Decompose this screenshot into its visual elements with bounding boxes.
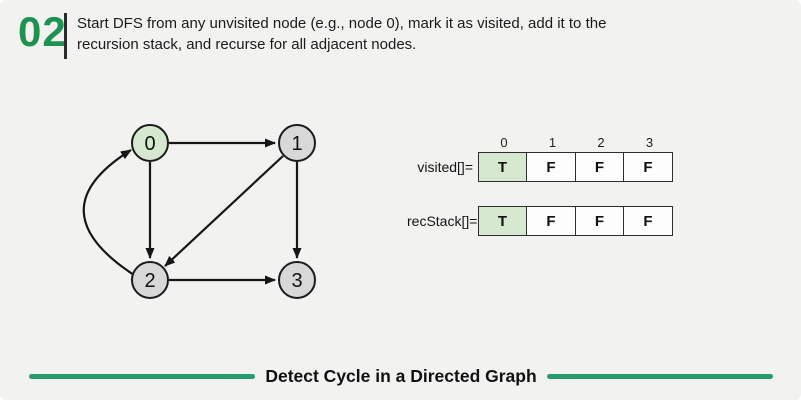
- graph-node-1: 1: [278, 124, 316, 162]
- node-2-label: 2: [144, 270, 155, 292]
- visited-cell-3: F: [623, 152, 673, 182]
- graph-node-3: 3: [278, 261, 316, 299]
- index-header-2: 2: [597, 135, 605, 150]
- node-3-label: 3: [291, 270, 302, 292]
- graph-node-0: 0: [131, 124, 169, 162]
- node-0-label: 0: [144, 133, 155, 155]
- node-1-circle: [278, 124, 316, 162]
- edge-1-to-2-arrow: [164, 155, 284, 267]
- node-0-circle: [131, 124, 169, 162]
- index-header-3: 3: [645, 135, 654, 150]
- graph-node-2: 2: [131, 261, 169, 299]
- footer-right-line: [546, 374, 774, 379]
- recstack-cell-0: T: [477, 206, 528, 236]
- recstack-cell-1: F: [526, 206, 576, 236]
- visited-cell-1: F: [526, 152, 576, 182]
- visited-array-label: visited[]=: [417, 159, 473, 175]
- footer: Detect Cycle in a Directed Graph: [29, 366, 774, 387]
- recstack-cell-2: F: [574, 206, 625, 236]
- visited-array-row: visited[]= T F F F: [407, 152, 673, 182]
- state-arrays: 0 1 2 3 visited[]= T F F F recStack[]= T…: [407, 135, 675, 236]
- header-divider: [64, 13, 67, 59]
- recstack-array-row: recStack[]= T F F F: [407, 206, 673, 236]
- recstack-cell-3: F: [623, 206, 673, 236]
- node-1-label: 1: [291, 133, 302, 155]
- footer-left-line: [29, 374, 256, 379]
- index-header-0: 0: [500, 135, 508, 150]
- step-description: Start DFS from any unvisited node (e.g.,…: [77, 14, 606, 55]
- directed-graph: 0 1 2 3: [82, 124, 316, 299]
- array-index-header-row: 0 1 2 3: [407, 135, 675, 150]
- step-description-line1: Start DFS from any unvisited node (e.g.,…: [77, 15, 607, 32]
- step-description-line2: recursion stack, and recurse for all adj…: [77, 35, 417, 53]
- recstack-array-label: recStack[]=: [407, 213, 478, 229]
- visited-cell-2: F: [574, 152, 625, 182]
- step-number: 02: [18, 8, 67, 55]
- footer-title: Detect Cycle in a Directed Graph: [265, 366, 537, 386]
- index-header-1: 1: [548, 135, 557, 150]
- visited-cell-0: T: [477, 152, 528, 182]
- edge-2-to-0-curved-arrow: [82, 149, 135, 276]
- node-2-circle: [131, 261, 169, 299]
- node-3-circle: [278, 261, 316, 299]
